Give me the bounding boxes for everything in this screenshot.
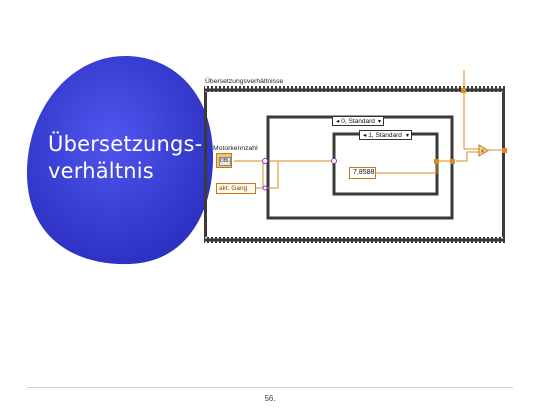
numeric-constant[interactable]: 7,8588	[349, 167, 376, 179]
case-selector-outer-value: 0, Standard	[341, 118, 375, 125]
tunnel-outer-right	[450, 159, 455, 164]
outer-frame	[204, 86, 505, 243]
chevron-down-icon: ▾	[377, 119, 381, 125]
footer-divider	[27, 387, 513, 388]
tunnel-frame-right	[502, 148, 507, 153]
case-selector-outer[interactable]: ◂0, Standard▾	[332, 116, 384, 126]
gang-terminal-label: akt. Gang	[219, 185, 248, 192]
selector-gang	[262, 185, 268, 191]
svg-text:×: ×	[480, 148, 485, 155]
wires	[234, 70, 506, 189]
motor-terminal[interactable]: DBL	[216, 153, 232, 168]
motor-terminal-label: Motorkennzahl	[213, 145, 258, 152]
selector-inner	[331, 158, 337, 164]
selector-outer	[262, 158, 268, 164]
multiply-node: ×	[478, 144, 489, 157]
page-number: 56.	[264, 394, 276, 403]
outer-frame-label: Übersetzungsverhältnisse	[205, 78, 284, 85]
slide-title-line1: Übersetzungs-	[48, 132, 203, 156]
slide-title-line2: verhältnis	[48, 159, 154, 183]
decrement-icon: ◂	[336, 118, 340, 125]
dbl-icon: DBL	[219, 157, 231, 166]
case-selector-inner-value: 1, Standard	[368, 132, 402, 139]
slide-title: Übersetzungs- verhältnis	[48, 131, 202, 185]
tunnel-inner-right	[434, 159, 439, 164]
gang-terminal[interactable]: akt. Gang	[216, 183, 256, 194]
case-selector-inner[interactable]: ◂1, Standard▾	[359, 130, 412, 140]
chevron-down-icon: ▾	[405, 133, 409, 139]
case-structure-inner	[332, 132, 439, 196]
tunnel-top	[461, 88, 466, 93]
decrement-icon: ◂	[363, 132, 367, 139]
